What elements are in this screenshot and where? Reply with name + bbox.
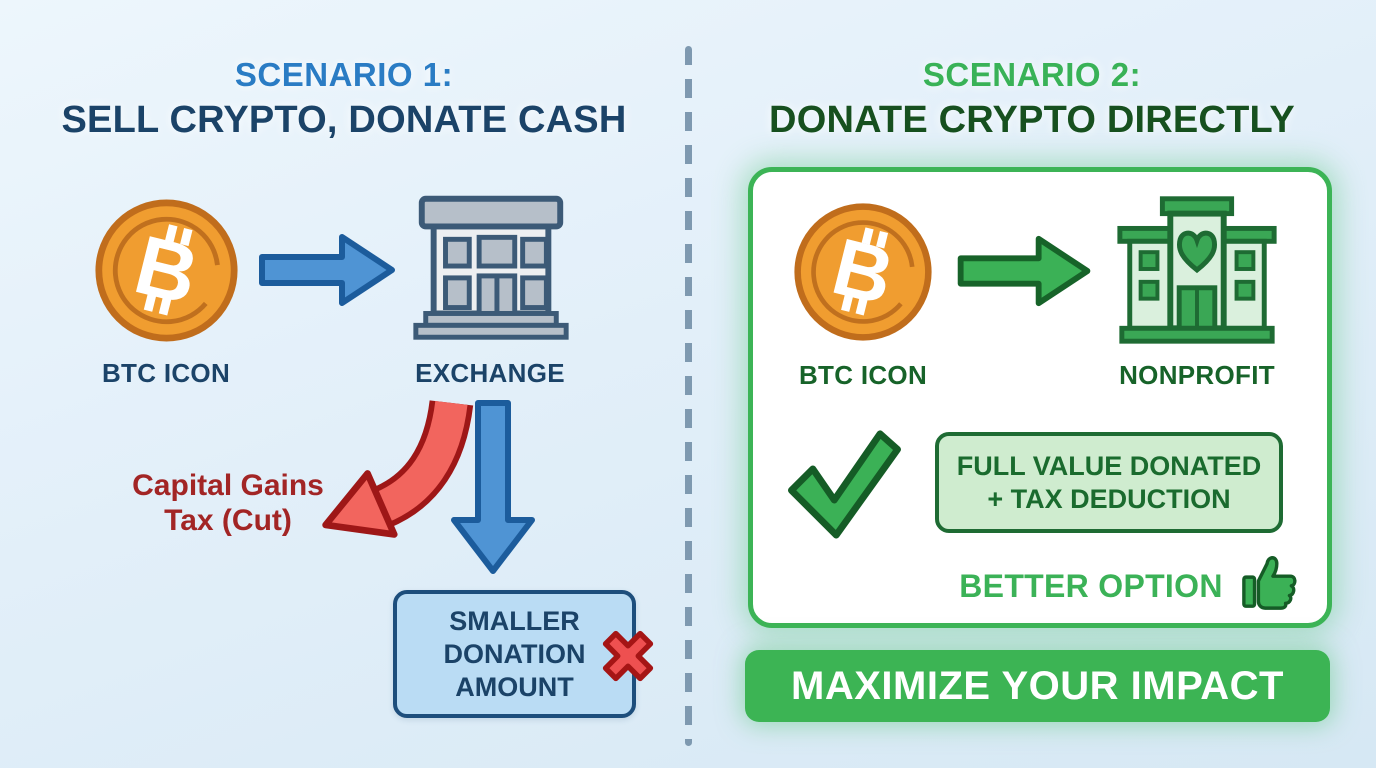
thumbs-up-icon: [1240, 550, 1302, 612]
full-value-benefit-box: FULL VALUE DONATED + TAX DEDUCTION: [935, 432, 1283, 533]
down-arrow-blue-icon: [451, 400, 535, 575]
maximize-impact-banner: MAXIMIZE YOUR IMPACT: [745, 650, 1330, 722]
nonprofit-building-icon: [1108, 192, 1286, 344]
banner-label: MAXIMIZE YOUR IMPACT: [791, 663, 1284, 708]
check-mark-green-icon: [785, 428, 903, 540]
cross-mark-red-icon: [599, 627, 657, 685]
scenario2-title-line1: SCENARIO 2:: [922, 56, 1142, 93]
benefit-line1: FULL VALUE DONATED: [956, 450, 1262, 481]
nonprofit-label: NONPROFIT: [1119, 360, 1275, 390]
center-dashed-divider: [685, 46, 692, 746]
smaller-donation-box: SMALLER DONATION AMOUNT: [393, 590, 636, 718]
btc-label-right: BTC ICON: [798, 360, 928, 390]
better-option-label: BETTER OPTION: [959, 568, 1223, 604]
bitcoin-coin-icon: B: [94, 198, 239, 343]
exchange-label: EXCHANGE: [415, 358, 565, 388]
result-box-line1: SMALLER: [449, 605, 580, 636]
bitcoin-coin-icon: B: [793, 202, 933, 342]
scenario1-title-line1: SCENARIO 1:: [234, 56, 454, 93]
benefit-line2: + TAX DEDUCTION: [987, 483, 1231, 514]
right-arrow-green-icon: [955, 232, 1095, 310]
tax-text-line2: Tax (Cut): [164, 504, 292, 537]
result-box-line2: DONATION: [443, 638, 586, 669]
result-box-line3: AMOUNT: [455, 671, 574, 702]
capital-gains-tax-text: Capital Gains Tax (Cut): [98, 468, 358, 538]
tax-text-line1: Capital Gains: [132, 469, 324, 502]
scenario2-title-line2: DONATE CRYPTO DIRECTLY: [769, 99, 1295, 141]
curved-arrow-red-icon: [318, 398, 480, 548]
exchange-building-icon: [402, 192, 580, 344]
btc-label-left: BTC ICON: [101, 358, 231, 388]
right-arrow-blue-icon: [258, 230, 398, 310]
scenario1-title-line2: SELL CRYPTO, DONATE CASH: [61, 99, 627, 141]
